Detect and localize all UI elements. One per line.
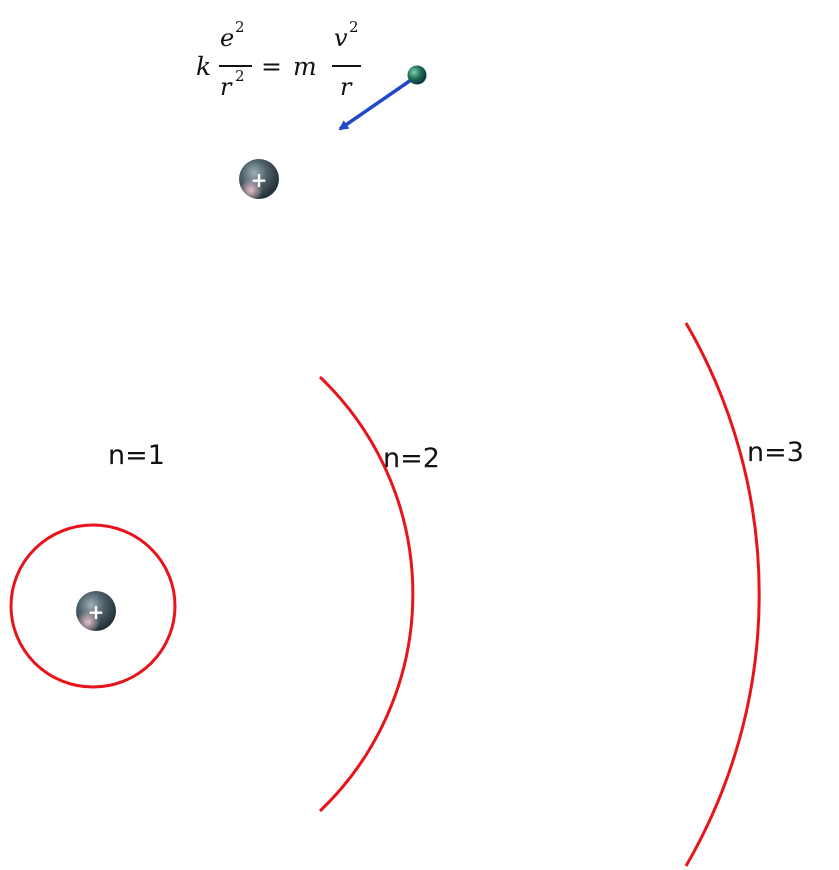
force-balance-equation: k e 2 r 2 = m v 2 r <box>196 18 361 101</box>
orbit-n1 <box>9 523 177 689</box>
orbit-n3 <box>684 322 761 867</box>
equation-r-exponent: 2 <box>235 67 245 85</box>
orbit-n1-label: n=1 <box>108 440 165 471</box>
equation-r-denominator: r <box>340 73 353 101</box>
equation-k: k <box>196 52 211 81</box>
equation-e-exponent: 2 <box>235 18 245 36</box>
nucleus-top-plus: + <box>251 168 268 192</box>
nucleus-bottom: + <box>76 591 116 631</box>
electron <box>407 65 427 85</box>
equation-v-exponent: 2 <box>349 18 359 36</box>
attraction-arrow <box>338 78 412 131</box>
orbit-n2 <box>318 375 415 813</box>
nucleus-bottom-plus: + <box>88 600 105 624</box>
equation-r: r <box>220 73 233 101</box>
equation-e: e <box>220 24 234 52</box>
orbit-n2-label: n=2 <box>383 443 440 474</box>
orbit-n3-label: n=3 <box>747 437 804 468</box>
equation-m: m <box>293 52 317 81</box>
equation-v: v <box>334 24 348 52</box>
nucleus-top: + <box>239 159 279 199</box>
equation-equals: = <box>261 52 282 81</box>
